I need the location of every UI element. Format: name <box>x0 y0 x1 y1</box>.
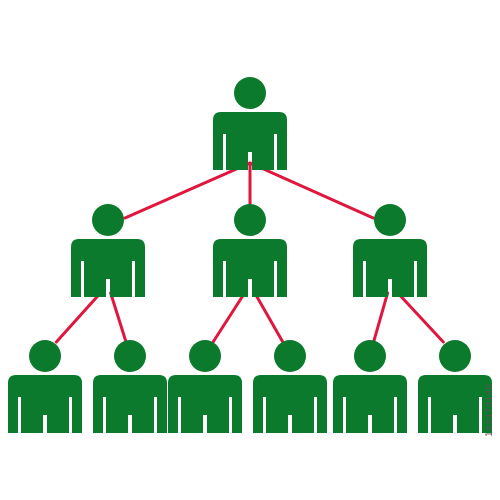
person-body <box>168 375 242 433</box>
person-body <box>333 375 407 433</box>
person-icon-root <box>213 77 287 170</box>
person-body <box>71 239 145 297</box>
stock-id-label: 142474140 <box>485 383 495 437</box>
connector-line <box>123 161 252 220</box>
person-icon-leaf-4 <box>253 340 327 433</box>
person-icon-level2-left <box>71 204 145 297</box>
person-icon-leaf-2 <box>93 340 167 433</box>
person-icon-leaf-5 <box>333 340 407 433</box>
connector-line <box>211 291 247 344</box>
person-body <box>353 239 427 297</box>
person-head <box>29 340 61 372</box>
person-head <box>114 340 146 372</box>
connector-line <box>54 291 102 344</box>
person-body <box>213 112 287 170</box>
person-icon-leaf-6 <box>418 340 492 433</box>
connector-line <box>396 291 445 344</box>
person-head <box>439 340 471 372</box>
person-icon-leaf-1 <box>8 340 82 433</box>
person-head <box>374 204 406 236</box>
connector-line <box>109 291 128 344</box>
connector-line <box>248 161 375 220</box>
person-icons <box>8 77 492 433</box>
person-head <box>234 204 266 236</box>
person-icon-leaf-3 <box>168 340 242 433</box>
connector-lines <box>54 161 445 344</box>
person-body <box>213 239 287 297</box>
person-body <box>418 375 492 433</box>
person-icon-level2-right <box>353 204 427 297</box>
person-body <box>8 375 82 433</box>
person-body <box>93 375 167 433</box>
person-head <box>274 340 306 372</box>
person-head <box>189 340 221 372</box>
person-body <box>253 375 327 433</box>
person-head <box>354 340 386 372</box>
person-icon-level2-center <box>213 204 287 297</box>
person-head <box>92 204 124 236</box>
person-head <box>234 77 266 109</box>
connector-line <box>253 291 285 344</box>
connector-line <box>372 291 390 344</box>
